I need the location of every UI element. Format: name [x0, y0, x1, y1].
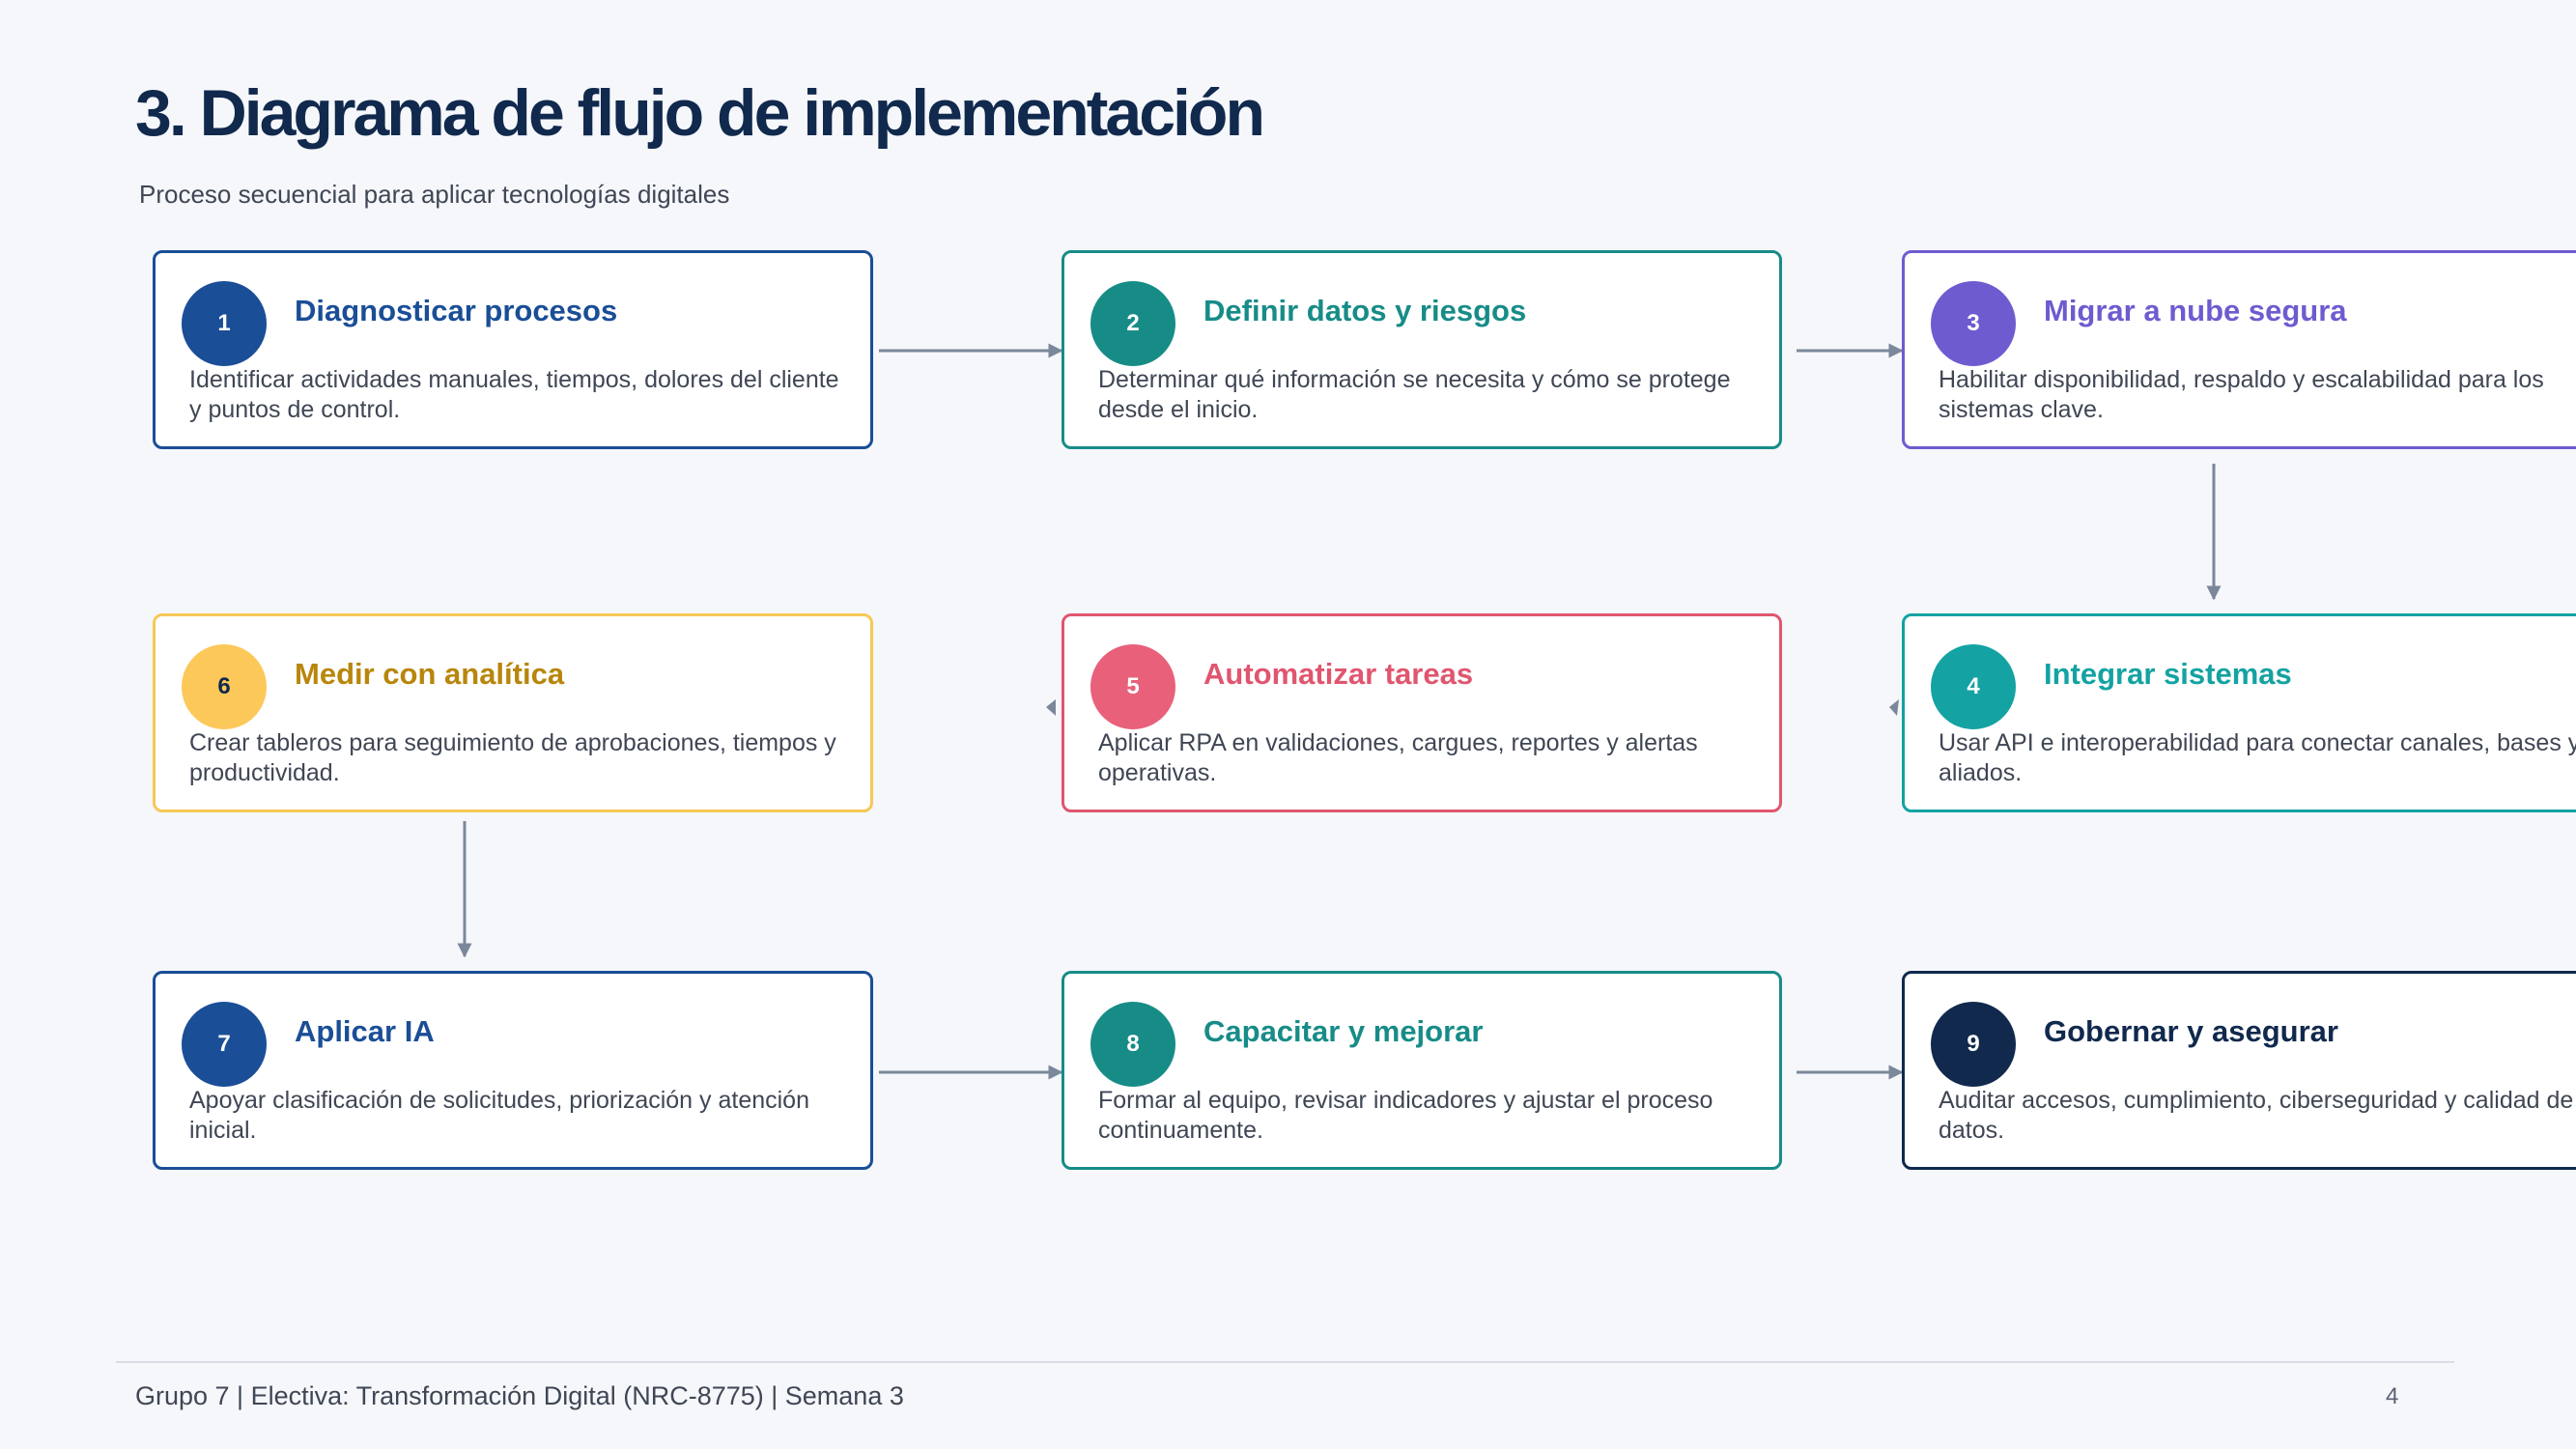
footer-text: Grupo 7 | Electiva: Transformación Digit…: [135, 1381, 904, 1410]
step-title: Migrar a nube segura: [2044, 294, 2347, 327]
step-card-7: 7 Aplicar IA Apoyar clasificación de sol…: [153, 971, 873, 1170]
step-description: Aplicar RPA en validaciones, cargues, re…: [1098, 729, 1698, 786]
step-card-4: 4 Integrar sistemas Usar API e interoper…: [1902, 613, 2576, 812]
arrow-4-to-5-head: [1889, 699, 1899, 716]
step-description: Habilitar disponibilidad, respaldo y esc…: [1939, 366, 2544, 423]
step-number-badge: 2: [1090, 281, 1175, 366]
step-number-badge: 9: [1931, 1002, 2016, 1087]
step-number-badge: 6: [182, 644, 267, 729]
step-number-badge: 7: [182, 1002, 267, 1087]
step-title: Medir con analítica: [295, 657, 565, 691]
step-title: Definir datos y riesgos: [1203, 294, 1527, 327]
step-description: Identificar actividades manuales, tiempo…: [189, 366, 839, 423]
step-title: Aplicar IA: [295, 1014, 435, 1048]
step-description: Crear tableros para seguimiento de aprob…: [189, 729, 836, 786]
arrow-5-to-6-head: [1046, 699, 1056, 716]
step-number-badge: 3: [1931, 281, 2016, 366]
step-title: Integrar sistemas: [2044, 657, 2292, 691]
step-title: Automatizar tareas: [1203, 657, 1474, 691]
step-description: Apoyar clasificación de solicitudes, pri…: [189, 1087, 809, 1144]
page-title: 3. Diagrama de flujo de implementación: [135, 76, 1265, 150]
step-card-3: 3 Migrar a nube segura Habilitar disponi…: [1902, 250, 2576, 449]
page-number: 4: [2386, 1383, 2399, 1409]
step-description: Usar API e interoperabilidad para conect…: [1939, 729, 2576, 786]
page-subtitle: Proceso secuencial para aplicar tecnolog…: [139, 180, 730, 209]
step-number-badge: 1: [182, 281, 267, 366]
step-card-8: 8 Capacitar y mejorar Formar al equipo, …: [1062, 971, 1782, 1170]
step-title: Capacitar y mejorar: [1203, 1014, 1484, 1048]
step-card-5: 5 Automatizar tareas Aplicar RPA en vali…: [1062, 613, 1782, 812]
step-card-2: 2 Definir datos y riesgos Determinar qué…: [1062, 250, 1782, 449]
footer-divider: [116, 1361, 2454, 1363]
step-description: Formar al equipo, revisar indicadores y …: [1098, 1087, 1713, 1144]
step-card-6: 6 Medir con analítica Crear tableros par…: [153, 613, 873, 812]
step-description: Auditar accesos, cumplimiento, cibersegu…: [1939, 1087, 2574, 1144]
step-title: Diagnosticar procesos: [295, 294, 618, 327]
step-card-9: 9 Gobernar y asegurar Auditar accesos, c…: [1902, 971, 2576, 1170]
step-title: Gobernar y asegurar: [2044, 1014, 2338, 1048]
step-number-badge: 8: [1090, 1002, 1175, 1087]
step-card-1: 1 Diagnosticar procesos Identificar acti…: [153, 250, 873, 449]
step-description: Determinar qué información se necesita y…: [1098, 366, 1731, 423]
step-number-badge: 4: [1931, 644, 2016, 729]
step-number-badge: 5: [1090, 644, 1175, 729]
